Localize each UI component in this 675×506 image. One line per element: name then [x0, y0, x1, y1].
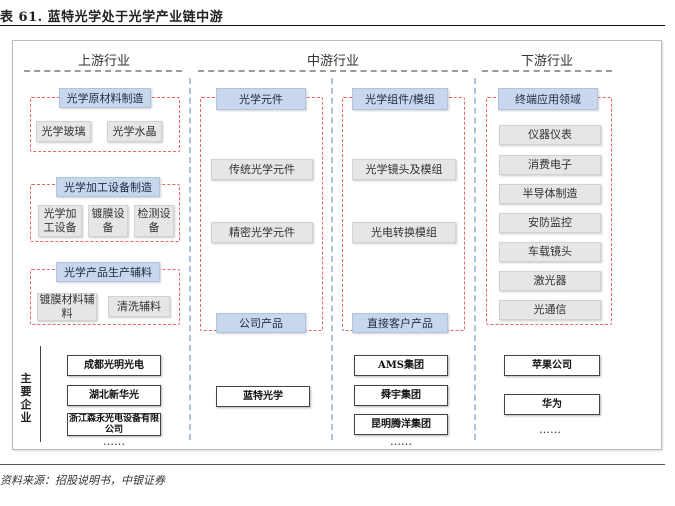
companies-rule [40, 346, 41, 442]
table-caption: 表 61. 蓝特光学处于光学产业链中游 [0, 10, 224, 25]
item-instruments: 仪器仪表 [499, 125, 601, 145]
item-optical-communication: 光通信 [499, 300, 601, 320]
item-optical-glass: 光学玻璃 [36, 121, 91, 142]
company-lante-optics: 蓝特光学 [216, 386, 310, 407]
label-major-companies: 主要企业 [20, 372, 32, 424]
company-hubei-new-huaguang: 湖北新华光 [67, 385, 161, 406]
item-traditional-optical-components: 传统光学元件 [211, 159, 313, 180]
section-title-upstream: 上游行业 [77, 54, 130, 69]
caption-rule [0, 25, 665, 26]
midstream-group-optical-components [200, 97, 323, 331]
item-optical-crystal: 光学水晶 [107, 121, 162, 142]
item-testing-equipment: 检测设备 [134, 205, 174, 237]
item-coating-materials: 镀膜材料辅料 [37, 293, 97, 321]
section-line-midstream [198, 70, 468, 72]
company-zhejiang-senyong: 浙江森永光电设备有限公司 [67, 413, 161, 436]
company-ams: AMS集团 [354, 355, 448, 376]
header-optical-components: 光学元件 [216, 88, 306, 110]
header-production-auxiliaries: 光学产品生产辅料 [56, 262, 160, 282]
footer-company-products: 公司产品 [216, 313, 306, 333]
item-precision-optical-components: 精密光学元件 [211, 222, 313, 243]
source-note: 资料来源：招股说明书，中银证券 [0, 474, 165, 487]
company-huawei: 华为 [504, 394, 600, 415]
separator-upstream-midstream [189, 78, 191, 440]
source-rule [0, 464, 665, 465]
item-optical-lens-modules: 光学镜头及模组 [352, 159, 456, 180]
section-title-midstream: 中游行业 [306, 54, 359, 69]
item-photoelectric-modules: 光电转换模组 [352, 222, 456, 243]
section-line-downstream [482, 70, 612, 72]
item-semiconductor: 半导体制造 [499, 184, 601, 204]
item-cleaning-auxiliaries: 清洗辅料 [108, 296, 170, 317]
separator-midstream [331, 78, 333, 440]
company-cdgm: 成都光明光电 [67, 355, 161, 376]
company-kunming-tengyang: 昆明腾洋集团 [354, 414, 448, 435]
company-apple: 苹果公司 [504, 355, 600, 376]
item-laser: 激光器 [499, 271, 601, 291]
upstream-companies-more: …… [103, 435, 125, 448]
header-optical-modules: 光学组件/模组 [352, 88, 448, 110]
header-processing-equipment: 光学加工设备制造 [56, 177, 160, 197]
section-line-upstream [24, 70, 182, 72]
midstream-companies-more: …… [390, 435, 412, 448]
header-end-applications: 终端应用领域 [498, 88, 598, 110]
item-processing-equipment: 光学加工设备 [38, 205, 82, 237]
item-automotive-lens: 车载镜头 [499, 242, 601, 262]
section-title-downstream: 下游行业 [520, 54, 573, 69]
footer-customer-products: 直接客户产品 [352, 313, 448, 333]
item-security-monitoring: 安防监控 [499, 213, 601, 233]
item-coating-equipment: 镀膜设备 [88, 205, 128, 237]
downstream-companies-more: …… [539, 423, 561, 436]
item-consumer-electronics: 消费电子 [499, 155, 601, 175]
separator-midstream-downstream [474, 78, 476, 440]
header-raw-materials: 光学原材料制造 [59, 88, 151, 108]
midstream-group-optical-modules [342, 97, 465, 331]
company-sunny: 舜宇集团 [354, 385, 448, 406]
